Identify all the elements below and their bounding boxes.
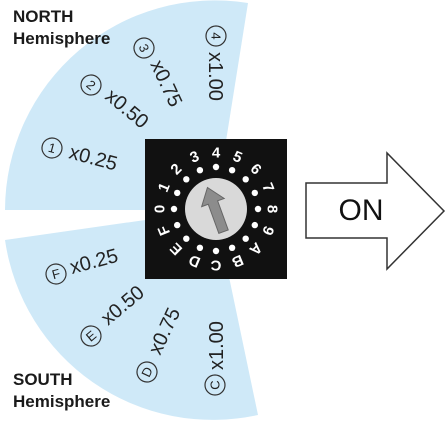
south-label-line1: SOUTH xyxy=(13,370,73,389)
dial-tick-dot xyxy=(251,221,258,229)
code-circle xyxy=(204,374,226,396)
on-arrow-label: ON xyxy=(339,194,384,227)
code-label: F xyxy=(50,266,62,283)
code-circle xyxy=(80,325,102,347)
code-circle xyxy=(80,74,102,96)
dial-tick-dot xyxy=(212,163,220,171)
south-hemisphere-label: SOUTH Hemisphere xyxy=(13,369,110,413)
dial-tick-dot xyxy=(228,167,236,174)
code-label: C xyxy=(208,380,223,389)
north-label-line1: NORTH xyxy=(13,7,74,26)
code-circle xyxy=(205,25,227,47)
dial-tick-dot xyxy=(251,189,258,197)
dial-position-label: C xyxy=(210,257,221,274)
dial-position-label: 0 xyxy=(152,205,169,213)
south-label-line2: Hemisphere xyxy=(13,392,111,411)
dial-tick-dot xyxy=(170,205,178,213)
code-circle xyxy=(136,361,158,383)
on-arrow-icon xyxy=(305,151,446,271)
dial-tick-dot xyxy=(228,244,236,251)
dial-tick-dot xyxy=(183,235,190,242)
code-label: 4 xyxy=(209,32,224,39)
north-label-line2: Hemisphere xyxy=(13,29,111,48)
dial-position-label: 8 xyxy=(264,205,281,213)
dial-tick-dot xyxy=(242,176,249,183)
dial-tick-dot xyxy=(212,247,220,255)
dial-tick-dot xyxy=(183,176,190,183)
dial-tick-dot xyxy=(254,205,262,213)
dial-tick-dot xyxy=(196,244,204,251)
dial-tick-dot xyxy=(196,167,204,174)
dial-tick-dot xyxy=(174,189,181,197)
dial-position-label: 4 xyxy=(212,145,221,162)
north-setting-4: 4 x1.00 xyxy=(204,25,227,101)
north-hemisphere-label: NORTH Hemisphere xyxy=(13,6,110,50)
dial-tick-dot xyxy=(174,221,181,229)
code-circle xyxy=(133,37,155,59)
multiplier-label: x1.00 xyxy=(204,52,226,101)
south-setting-C: C x1.00 xyxy=(204,321,228,396)
dial-tick-dot xyxy=(242,235,249,242)
code-label: 1 xyxy=(47,140,58,156)
code-circle xyxy=(41,137,63,159)
dial-pointer-arrow-icon xyxy=(200,186,229,235)
code-circle xyxy=(45,263,67,285)
multiplier-label: x1.00 xyxy=(206,321,228,370)
